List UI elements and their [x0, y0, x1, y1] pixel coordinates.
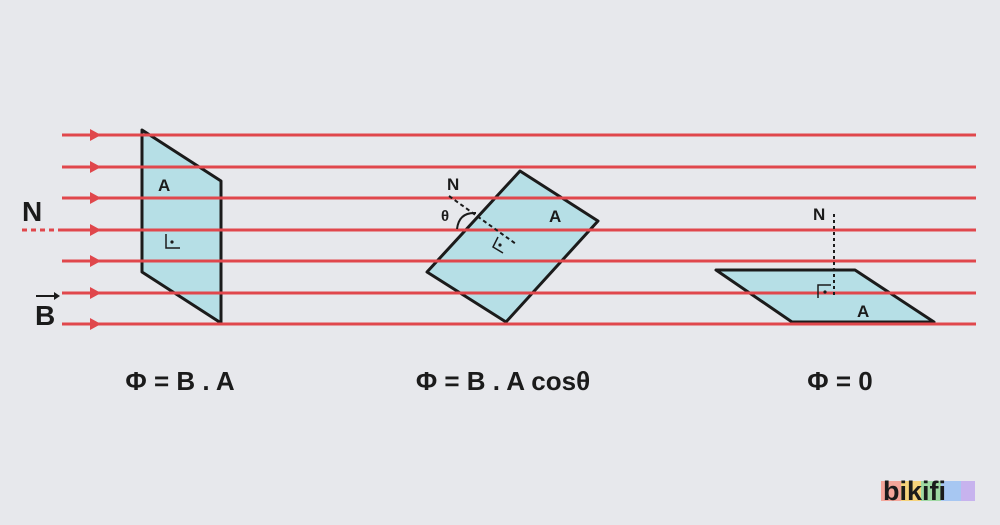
plate-parallel [714, 268, 936, 324]
logo-text: bikifi [883, 476, 946, 506]
legend-normal-label: N [22, 196, 42, 227]
plate2-normal-label: N [447, 175, 459, 194]
formula-parallel: Φ = 0 [807, 366, 872, 396]
plate-angled [425, 169, 600, 324]
legend-field-label: B [35, 300, 55, 331]
right-angle-icon [492, 236, 504, 254]
right-angle-icon [165, 234, 180, 249]
angle-arc [456, 211, 477, 230]
plate2-area-label: A [549, 207, 561, 226]
theta-label: θ [441, 208, 449, 225]
plate3-area-label: A [857, 302, 869, 321]
field-arrow-icons [90, 129, 101, 330]
arrow-right-icon [90, 129, 101, 141]
arrow-right-icon [90, 255, 101, 267]
arrow-right-icon [90, 192, 101, 204]
plate1-area-label: A [158, 176, 170, 195]
plate3-normal-label: N [813, 205, 825, 224]
field-lines [62, 133, 976, 326]
right-angle-icon [817, 284, 831, 298]
formula-angled: Φ = B . A cosθ [416, 366, 590, 396]
arrow-right-icon [90, 161, 101, 173]
arrow-right-icon [90, 318, 101, 330]
formula-perpendicular: Φ = B . A [125, 366, 234, 396]
arrow-right-icon [90, 287, 101, 299]
vector-arrow-head [54, 292, 60, 300]
arrow-right-icon [90, 224, 101, 236]
bikifi-logo: bikifi [881, 476, 975, 506]
